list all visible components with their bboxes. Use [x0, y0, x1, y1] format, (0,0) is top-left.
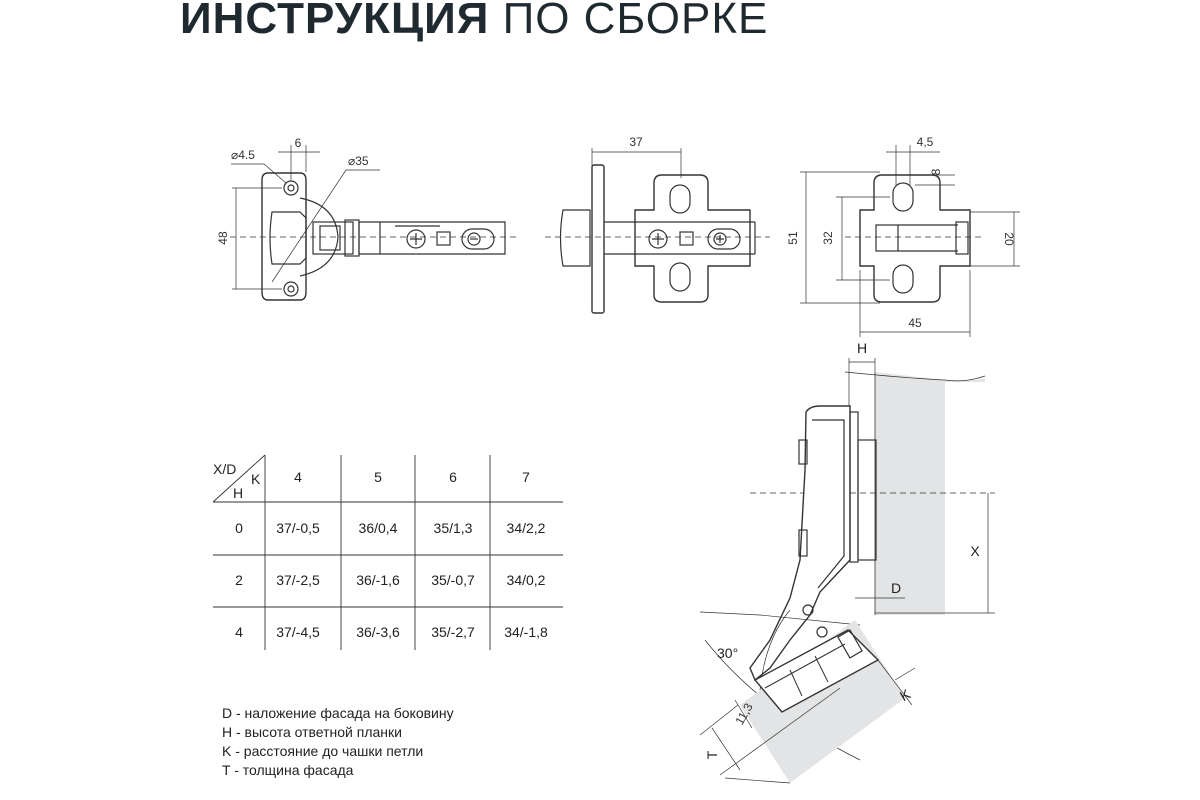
hinge-top-view: [230, 145, 520, 301]
side-label-angle: 30°: [717, 645, 738, 661]
legend: D - наложение фасада на боковину H - выс…: [222, 704, 454, 780]
screw-icon: [406, 229, 426, 249]
overlay-table-grid: [212, 454, 563, 650]
table-cell: 35/-2,7: [431, 624, 475, 640]
table-corner-h: H: [233, 485, 243, 501]
table-cell: 35/-0,7: [431, 572, 475, 588]
dim-height-48: 48: [216, 231, 230, 245]
dim-top-8: 8: [929, 168, 943, 175]
table-cell: 34/-1,8: [504, 624, 548, 640]
overlay-table-text: X/D K H 4 5 6 7 0 37/-0,5 36/0,4 35/1,3 …: [213, 461, 548, 640]
legend-item-d: D - наложение фасада на боковину: [222, 705, 454, 721]
table-cell: 37/-0,5: [276, 520, 320, 536]
legend-item-h: H - высота ответной планки: [222, 724, 402, 740]
table-col-header: 4: [294, 469, 302, 485]
installation-side-view: [699, 358, 995, 784]
table-cell: 36/-3,6: [356, 624, 400, 640]
dim-inner-height-32: 32: [821, 231, 835, 245]
table-cell: 35/1,3: [434, 520, 473, 536]
dim-width-37: 37: [629, 135, 643, 149]
table-col-header: 6: [449, 469, 457, 485]
table-cell: 34/2,2: [507, 520, 546, 536]
table-cell: 37/-4,5: [276, 624, 320, 640]
side-label-x: X: [970, 543, 980, 559]
dim-offset-6: 6: [295, 136, 302, 150]
page-title: ИНСТРУКЦИЯ ПО СБОРКЕ: [180, 0, 768, 44]
dim-cup-diameter: ⌀35: [348, 154, 369, 168]
legend-item-k: K - расстояние до чашки петли: [222, 743, 424, 759]
dim-slot-4-5: 4,5: [917, 135, 934, 149]
side-label-t: T: [704, 750, 720, 759]
table-corner-k: K: [251, 471, 261, 487]
table-row-h: 4: [235, 624, 243, 640]
table-cell: 37/-2,5: [276, 572, 320, 588]
table-cell: 36/0,4: [359, 520, 398, 536]
dim-outer-height-51: 51: [786, 231, 800, 245]
dim-width-45: 45: [908, 316, 922, 330]
table-corner-top: X/D: [213, 461, 236, 477]
title-bold: ИНСТРУКЦИЯ: [180, 0, 490, 43]
side-label-h: H: [857, 340, 867, 356]
screw-icon-2: [648, 229, 668, 249]
table-col-header: 7: [522, 469, 530, 485]
side-label-d: D: [891, 580, 901, 596]
dim-right-height-20: 20: [1002, 232, 1016, 246]
table-cell: 34/0,2: [507, 572, 546, 588]
mounting-plate-view: [800, 145, 1020, 337]
hinge-plate-view: [545, 148, 770, 314]
legend-item-t: T - толщина фасада: [222, 762, 354, 778]
table-row-h: 2: [235, 572, 243, 588]
table-col-header: 5: [374, 469, 382, 485]
table-cell: 36/-1,6: [356, 572, 400, 588]
dim-hole-diameter: ⌀4.5: [231, 148, 255, 162]
table-row-h: 0: [235, 520, 243, 536]
title-light: ПО СБОРКЕ: [502, 0, 769, 43]
